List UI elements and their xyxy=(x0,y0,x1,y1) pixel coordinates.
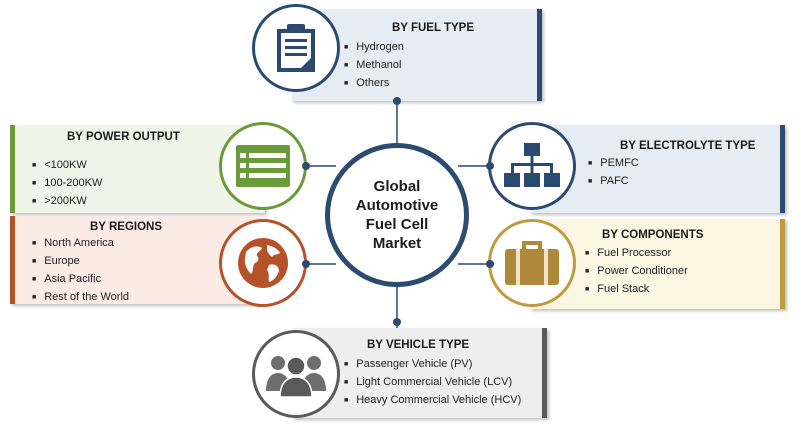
power-output-icon-circle xyxy=(219,122,307,210)
list-item: Rest of the World xyxy=(32,289,129,307)
list-item: PEMFC xyxy=(588,155,639,173)
list-item: Fuel Processor xyxy=(585,245,688,263)
connector-dot xyxy=(302,162,310,170)
list-icon xyxy=(236,145,290,187)
clipboard-icon xyxy=(277,24,315,72)
hierarchy-icon xyxy=(504,143,560,187)
vehicle-type-panel: BY VEHICLE TYPE Passenger Vehicle (PV) L… xyxy=(292,328,547,418)
connector-dot xyxy=(486,260,494,268)
list-item: Passenger Vehicle (PV) xyxy=(344,356,521,374)
center-title: Global Automotive Fuel Cell Market xyxy=(355,178,439,252)
list-item: North America xyxy=(32,235,129,253)
power-output-panel: BY POWER OUTPUT <100KW 100-200KW >200KW xyxy=(10,125,265,213)
fuel-type-list: Hydrogen Methanol Others xyxy=(344,39,404,93)
electrolyte-panel: BY ELECTROLYTE TYPE PEMFC PAFC xyxy=(530,125,785,213)
globe-icon xyxy=(238,238,288,288)
list-item: Hydrogen xyxy=(344,39,404,57)
list-item: Europe xyxy=(32,253,129,271)
connector-dot xyxy=(302,260,310,268)
center-hub: Global Automotive Fuel Cell Market xyxy=(325,143,469,287)
regions-icon-circle xyxy=(219,219,307,307)
list-item: Fuel Stack xyxy=(585,281,688,299)
components-icon-circle xyxy=(488,219,576,307)
electrolyte-icon-circle xyxy=(488,122,576,210)
connector-dot xyxy=(393,318,401,326)
list-item: PAFC xyxy=(588,173,639,191)
vehicle-type-icon-circle xyxy=(252,330,340,418)
regions-title: BY REGIONS xyxy=(90,221,162,233)
briefcase-icon xyxy=(505,241,559,285)
connector-dot xyxy=(393,97,401,105)
power-output-list: <100KW 100-200KW >200KW xyxy=(32,157,102,211)
list-item: Light Commercial Vehicle (LCV) xyxy=(344,374,521,392)
components-title: BY COMPONENTS xyxy=(602,229,704,241)
list-item: >200KW xyxy=(32,193,102,211)
list-item: Power Conditioner xyxy=(585,263,688,281)
list-item: <100KW xyxy=(32,157,102,175)
vehicle-type-list: Passenger Vehicle (PV) Light Commercial … xyxy=(344,356,521,410)
list-item: 100-200KW xyxy=(32,175,102,193)
electrolyte-title: BY ELECTROLYTE TYPE xyxy=(620,140,756,152)
fuel-type-title: BY FUEL TYPE xyxy=(392,22,475,34)
list-item: Others xyxy=(344,75,404,93)
people-icon xyxy=(266,356,326,397)
connector-dot xyxy=(486,162,494,170)
list-item: Heavy Commercial Vehicle (HCV) xyxy=(344,392,521,410)
fuel-type-icon-circle xyxy=(252,4,340,92)
power-output-title: BY POWER OUTPUT xyxy=(67,131,180,143)
list-item: Asia Pacific xyxy=(32,271,129,289)
regions-list: North America Europe Asia Pacific Rest o… xyxy=(32,235,129,307)
vehicle-type-title: BY VEHICLE TYPE xyxy=(367,339,470,351)
electrolyte-list: PEMFC PAFC xyxy=(588,155,639,191)
components-list: Fuel Processor Power Conditioner Fuel St… xyxy=(585,245,688,299)
list-item: Methanol xyxy=(344,57,404,75)
